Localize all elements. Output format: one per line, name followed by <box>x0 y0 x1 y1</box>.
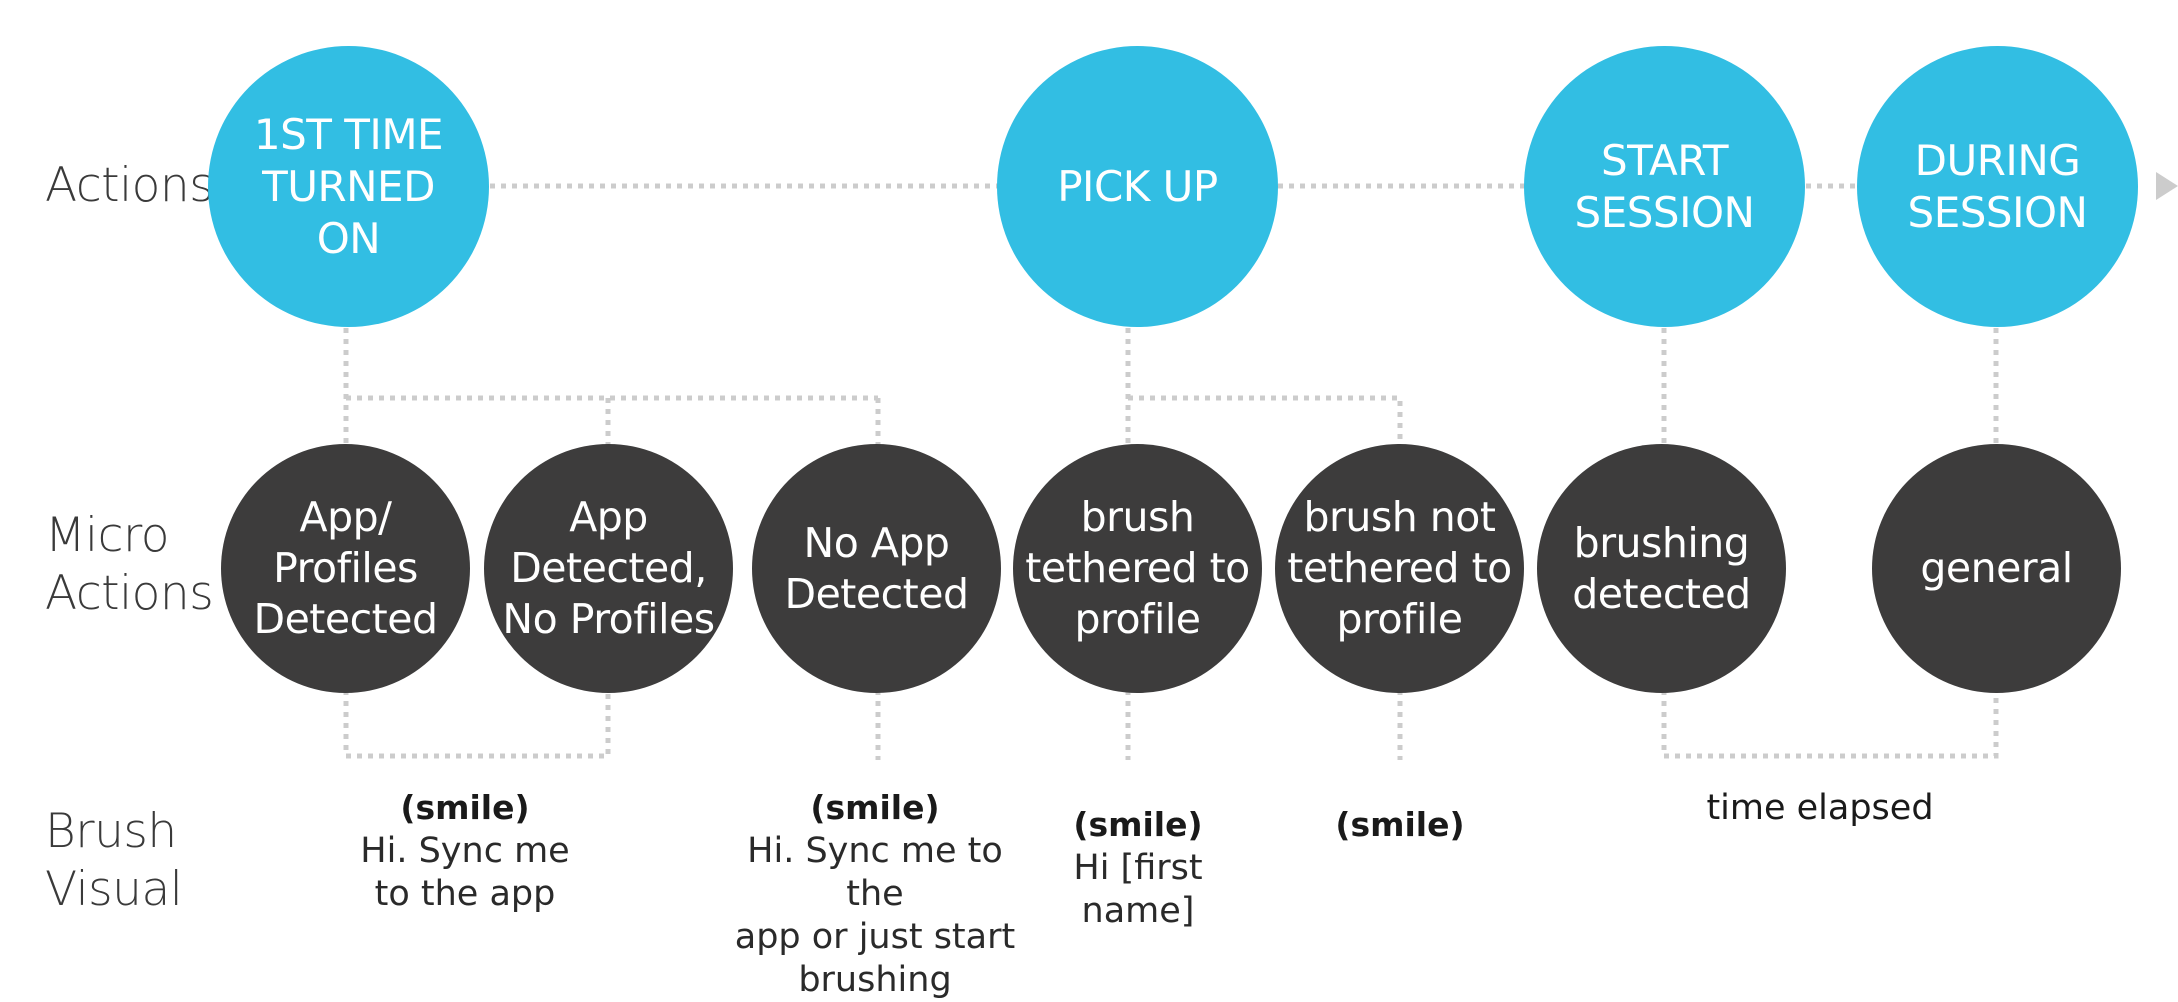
action-label: PICK UP <box>1057 161 1218 211</box>
micro-action-label: brush not tethered to profile <box>1287 493 1512 643</box>
brush-visual-title: time elapsed <box>1706 788 1934 828</box>
micro-brushing-detected[interactable]: brushing detected <box>1537 444 1786 693</box>
action-during-session[interactable]: DURING SESSION <box>1857 46 2138 327</box>
brush-visual-text: Hi. Sync me to the app <box>360 831 570 914</box>
brush-visual-sync-app: (smile) Hi. Sync me to the app <box>330 786 600 916</box>
micro-action-label: App Detected, No Profiles <box>502 493 715 643</box>
action-start-session[interactable]: START SESSION <box>1524 46 1805 327</box>
micro-brush-tethered-to-profile[interactable]: brush tethered to profile <box>1013 444 1262 693</box>
brush-visual-greeting: (smile) Hi [first name] <box>1013 803 1263 933</box>
micro-general[interactable]: general <box>1872 444 2121 693</box>
action-first-time-turned-on[interactable]: 1ST TIME TURNED ON <box>208 46 489 327</box>
brush-visual-title: (smile) <box>1073 805 1203 844</box>
row-label-brush-visual: Brush Visual <box>45 804 183 917</box>
brush-visual-title: (smile) <box>810 788 940 827</box>
micro-app-detected-no-profiles[interactable]: App Detected, No Profiles <box>484 444 733 693</box>
micro-action-label: brush tethered to profile <box>1025 493 1250 643</box>
brush-visual-time-elapsed: time elapsed <box>1660 786 1980 830</box>
brush-visual-title: (smile) <box>400 788 530 827</box>
micro-brush-not-tethered-to-profile[interactable]: brush not tethered to profile <box>1275 444 1524 693</box>
brush-visual-title: (smile) <box>1335 805 1465 844</box>
action-label: DURING SESSION <box>1907 135 2088 237</box>
timeline-arrowhead <box>2156 172 2178 200</box>
row-label-micro-actions: Micro Actions <box>45 508 214 621</box>
row-label-actions: Actions <box>45 158 214 213</box>
micro-action-label: App/ Profiles Detected <box>253 493 438 643</box>
micro-action-label: general <box>1920 544 2073 592</box>
micro-action-label: No App Detected <box>784 518 969 618</box>
action-label: 1ST TIME TURNED ON <box>253 109 444 263</box>
micro-no-app-detected[interactable]: No App Detected <box>752 444 1001 693</box>
action-pick-up[interactable]: PICK UP <box>997 46 1278 327</box>
brush-visual-sync-or-brush: (smile) Hi. Sync me to the app or just s… <box>720 786 1030 1002</box>
micro-action-label: brushing detected <box>1572 518 1751 618</box>
brush-visual-text: Hi [first name] <box>1073 848 1203 931</box>
brush-visual-smile: (smile) <box>1300 803 1500 847</box>
micro-app-profiles-detected[interactable]: App/ Profiles Detected <box>221 444 470 693</box>
action-label: START SESSION <box>1574 135 1755 237</box>
brush-visual-text: Hi. Sync me to the app or just start bru… <box>734 831 1016 1000</box>
